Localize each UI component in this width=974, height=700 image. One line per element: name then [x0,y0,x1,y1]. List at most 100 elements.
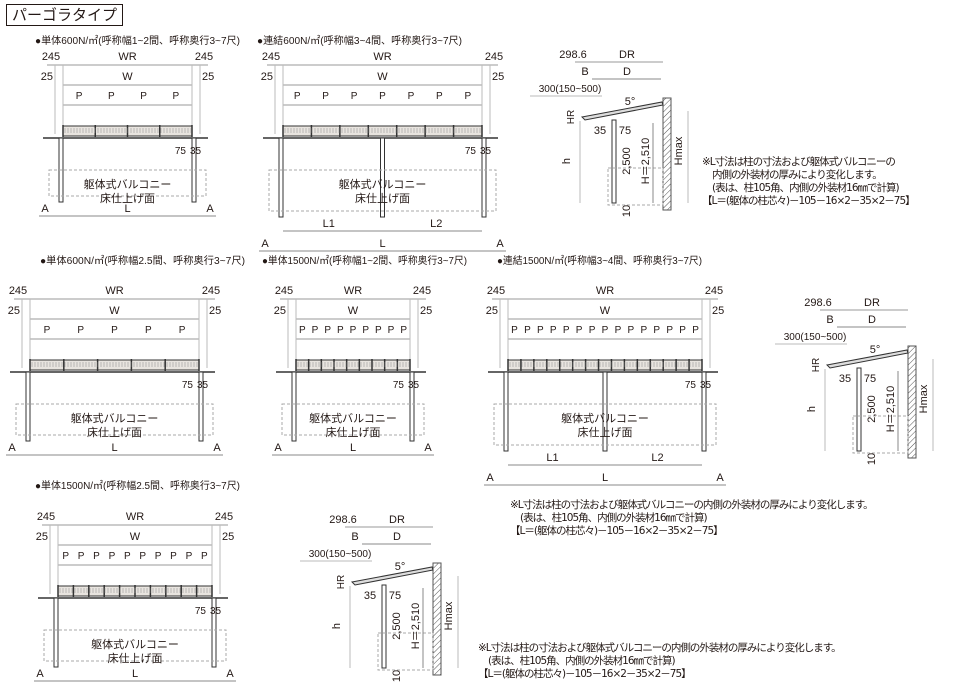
rear-margin-label: 245 [37,511,55,523]
side-margin-label: 25 [486,305,498,317]
l1-label: L1 [323,218,335,230]
dr-label: DR [864,297,880,309]
p-label: P [124,551,131,562]
note-top: ※L寸法は柱の寸法および躯体式バルコニーの 内側の外装材の厚みにより変化します。… [702,156,916,208]
p-label: P [362,325,369,336]
balcony-outline [281,403,425,436]
rear-margin-label: 245 [487,285,505,297]
p-label: P [653,325,660,336]
wall [662,97,672,211]
a-label: A [716,472,724,484]
l-label: L [350,442,356,454]
l-label: L [379,238,385,250]
note-line: (表は、柱105角、内側の外装材16㎜で計算) [488,655,676,667]
rear-margin-label: 245 [195,51,213,63]
beam-label: 75 [619,125,631,137]
post [602,371,608,452]
l2-label: L2 [651,452,663,464]
wr-label: WR [126,511,144,523]
p-label: P [179,325,186,336]
p-label: P [108,91,115,102]
roof [825,349,909,369]
beam-label: 75 [389,590,401,602]
d-label: D [868,314,876,326]
rear-margin-label: 245 [705,285,723,297]
rear-margin-label: 245 [202,285,220,297]
rear-margin-label: 245 [262,51,280,63]
p-label: P [322,91,329,102]
h-total-label: H＝2,510 [885,386,897,432]
p-label: P [375,325,382,336]
note-line: ※L寸法は柱の寸法および躯体式バルコニーの内側の外装材の厚みにより変化します。 [510,499,874,511]
l2-label: L2 [430,218,442,230]
post-label: 35 [408,380,420,391]
post-label: 35 [480,146,492,157]
post-label: 35 [364,590,376,602]
p-label: P [602,325,609,336]
panel-title: ●連結1500N/㎡(呼称幅3~4間、呼称奥行3~7尺) [497,254,702,267]
rear-margin-label: 245 [413,285,431,297]
p-label: P [640,325,647,336]
a-label: A [36,668,44,680]
a-label: A [8,442,16,454]
p-label: P [109,551,116,562]
side-margin-label: 25 [712,305,724,317]
balcony-label: 床仕上げ面 [355,191,410,205]
w-label: W [348,305,359,317]
balcony-label: 躯体式バルコニー [561,411,649,425]
l-label: L [132,668,138,680]
rear-margin-label: 245 [215,511,233,523]
p-label: P [436,91,443,102]
post [198,371,204,442]
rear-margin-label: 245 [42,51,60,63]
side-margin-label: 25 [492,71,504,83]
note-bottom: ※L寸法は柱の寸法および躯体式バルコニーの内側の外装材の厚みにより変化します。 … [478,642,842,681]
note-line: ※L寸法は柱の寸法および躯体式バルコニーの内側の外装材の厚みにより変化します。 [478,642,842,654]
p-label: P [615,325,622,336]
p-label: P [550,325,557,336]
wr-label: WR [105,285,123,297]
l-label: L [124,203,130,215]
w-label: W [600,305,611,317]
angle-label: 5° [625,96,636,108]
side-margin-label: 25 [274,305,286,317]
w-label: W [377,71,388,83]
balcony-label: 床仕上げ面 [578,425,633,439]
post [53,597,59,668]
p-label: P [666,325,673,336]
p-label: P [628,325,635,336]
b-label: B [826,314,833,326]
note-line: 【L＝(躯体の柱芯々)－105－16×2－35×2－75】 [478,668,692,680]
note-line: 【L＝(躯体の柱芯々)－105－16×2－35×2－75】 [702,195,916,207]
side-margin-label: 25 [222,531,234,543]
note-line: (表は、柱105角、内側の外装材16㎜で計算) [520,512,708,524]
hr-label: HR [811,358,822,372]
balcony-outline [48,169,207,197]
w-label: W [109,305,120,317]
post [25,371,31,442]
overhang-label: 300(150~500) [784,332,847,343]
a-label: A [226,668,234,680]
p-label: P [379,91,386,102]
post [409,371,415,442]
w-label: W [130,531,141,543]
p-label: P [62,551,69,562]
l-label: L [602,472,608,484]
p-label: P [76,91,83,102]
post [381,584,387,669]
balcony-outline [852,415,909,454]
p-label: P [201,551,208,562]
note-middle: ※L寸法は柱の寸法および躯体式バルコニーの内側の外装材の厚みにより変化します。 … [510,499,874,538]
hmax-label: Hmax [673,136,685,165]
roof-panel [29,359,200,371]
offset-label: 298.6 [329,514,357,526]
wr-label: WR [373,51,391,63]
d-label: D [623,66,631,78]
post-label: 35 [197,380,209,391]
p-label: P [170,551,177,562]
offset-label: 298.6 [559,49,587,61]
a-label: A [424,442,432,454]
post [481,137,487,218]
